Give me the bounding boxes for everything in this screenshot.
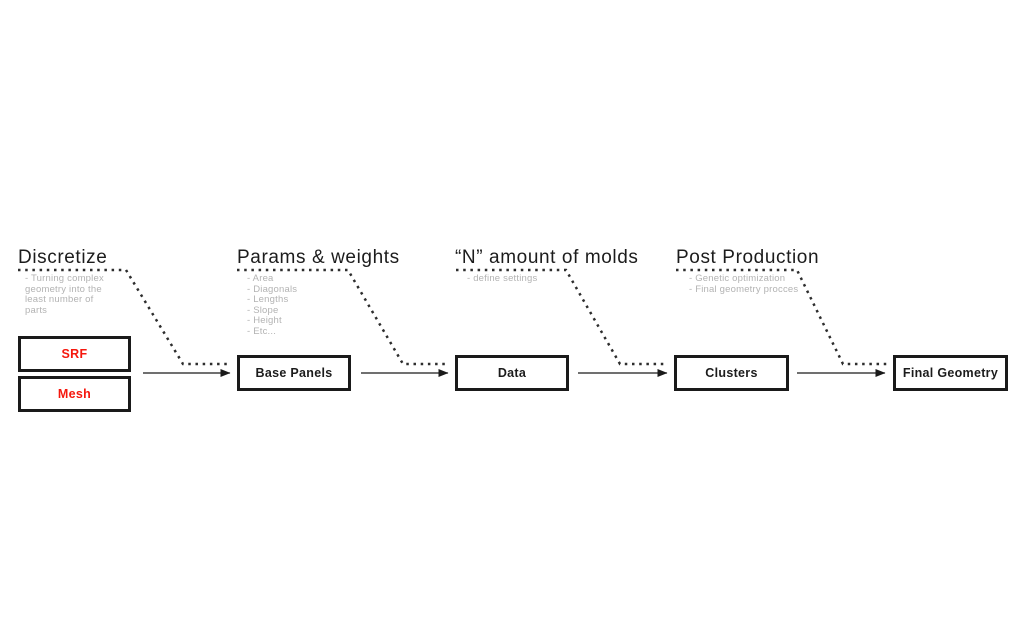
stage-heading: Params & weights xyxy=(237,247,400,268)
bullet-item: - define settings xyxy=(467,273,538,284)
node-label: Final Geometry xyxy=(902,366,999,380)
stage-bullets: - Genetic optimization - Final geometry … xyxy=(676,273,819,295)
node-label: Mesh xyxy=(57,387,92,401)
stage-heading: Post Production xyxy=(676,247,820,268)
node-srf: SRF xyxy=(18,336,131,372)
node-label: Data xyxy=(497,366,527,380)
bullet-item: - Height xyxy=(247,315,282,326)
node-label: SRF xyxy=(61,347,88,361)
stage-bullets: - define settings xyxy=(455,273,639,285)
bullet-item: - Slope xyxy=(247,304,279,316)
node-base-panels: Base Panels xyxy=(237,355,351,391)
node-label: Clusters xyxy=(705,366,758,380)
stage-annotation-discretize: Discretize - Turning complex geometry in… xyxy=(18,248,113,316)
bullet-item: - Etc... xyxy=(247,325,277,337)
node-data: Data xyxy=(455,355,569,391)
bullet-item: - Turning complex geometry into the leas… xyxy=(25,273,104,316)
node-clusters: Clusters xyxy=(674,355,789,391)
stage-bullets: - Turning complex geometry into the leas… xyxy=(18,273,113,316)
bullet-item: - Lengths xyxy=(247,294,289,305)
stage-annotation-post-production: Post Production - Genetic optimization -… xyxy=(676,248,819,295)
stage-bullets: - Area - Diagonals - Lengths - Slope - H… xyxy=(237,273,400,337)
node-final-geometry: Final Geometry xyxy=(893,355,1008,391)
node-mesh: Mesh xyxy=(18,376,131,412)
bullet-item: - Diagonals xyxy=(247,283,298,295)
stage-heading: “N” amount of molds xyxy=(455,247,639,268)
bullet-item: - Final geometry procces xyxy=(689,283,799,295)
stage-heading: Discretize xyxy=(18,247,108,268)
bullet-item: - Area xyxy=(247,273,274,284)
node-label: Base Panels xyxy=(255,366,333,380)
stage-annotation-params-weights: Params & weights - Area - Diagonals - Le… xyxy=(237,248,400,337)
bullet-item: - Genetic optimization xyxy=(689,273,786,284)
stage-annotation-n-molds: “N” amount of molds - define settings xyxy=(455,248,639,285)
